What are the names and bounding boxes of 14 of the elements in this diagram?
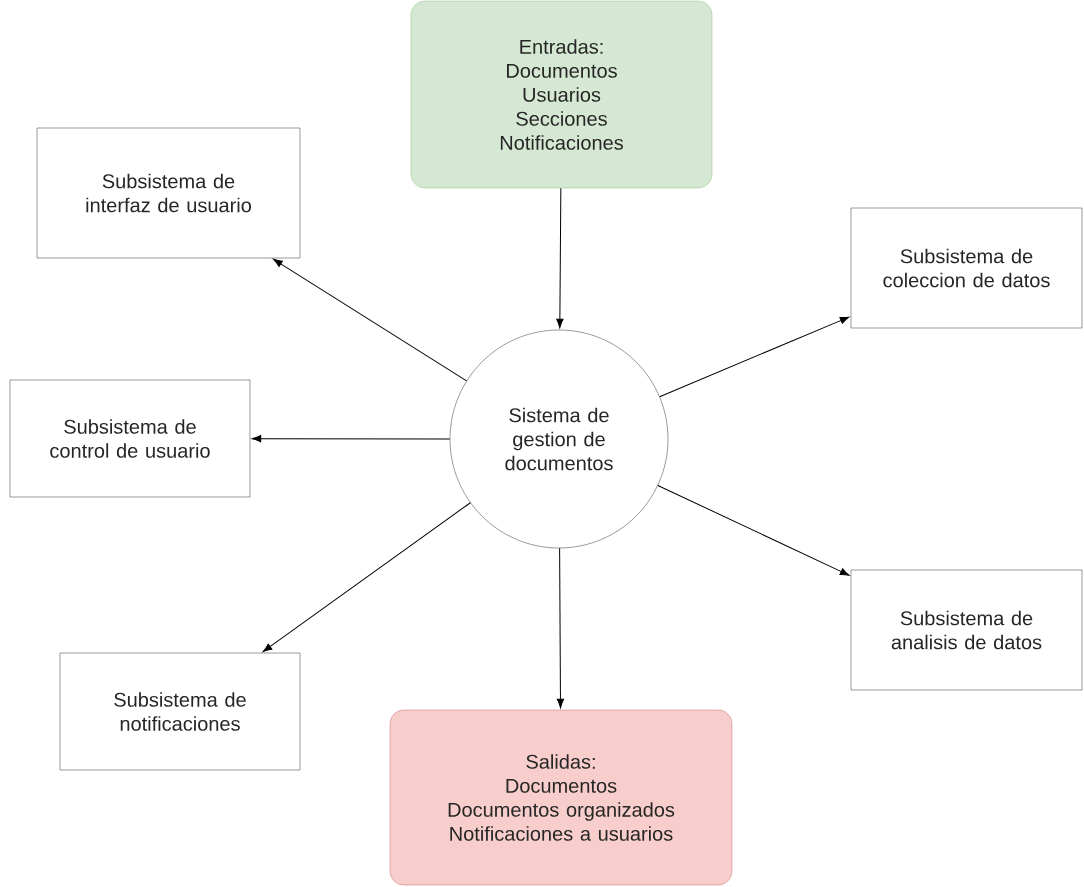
arrow — [659, 316, 850, 398]
subsystem-box: Subsistema de coleccion de datos — [850, 207, 1083, 329]
subsystem-box: Subsistema de notificaciones — [59, 652, 301, 771]
arrow — [262, 502, 471, 653]
input-box: Entradas: Documentos Usuarios Secciones Notificaciones — [410, 0, 713, 189]
arrow — [273, 258, 468, 382]
arrow — [556, 547, 565, 709]
arrow — [657, 484, 850, 576]
arrow — [251, 435, 451, 443]
output-box: Salidas: Documentos Documentos organizados Notificaciones a usuarios — [389, 709, 733, 886]
subsystem-box: Subsistema de analisis de datos — [850, 569, 1083, 691]
subsystem-box: Subsistema de control de usuario — [9, 379, 251, 498]
subsystem-box: Subsistema de interfaz de usuario — [36, 127, 301, 259]
arrow — [556, 187, 564, 329]
